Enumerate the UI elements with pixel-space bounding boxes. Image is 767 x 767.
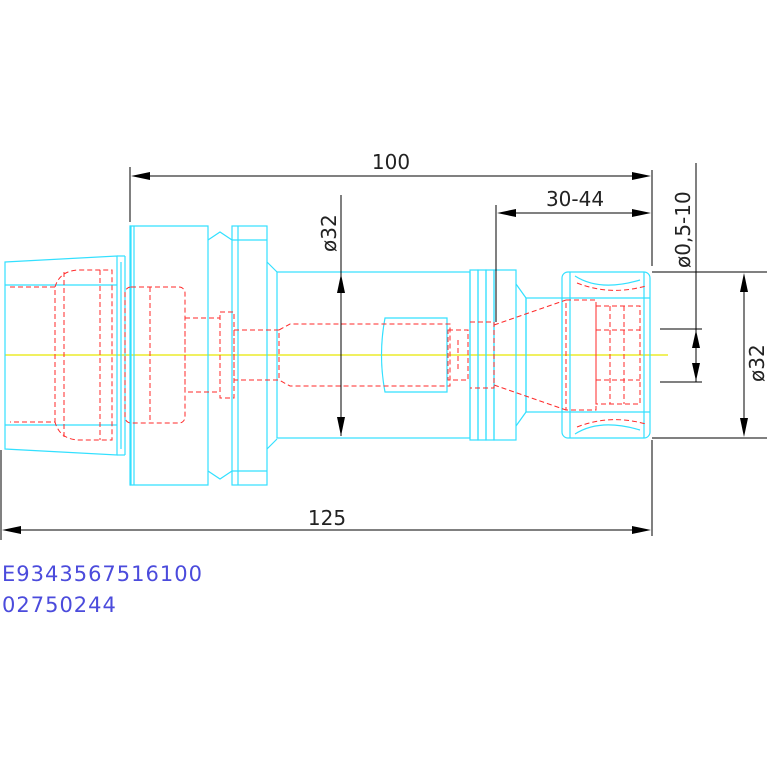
label-nose-diameter: ø32 [745,344,767,382]
label-bore-range: ø0,5-10 [671,191,695,268]
dimension-total-length: 125 [0,440,653,540]
label-30-44: 30-44 [546,187,604,211]
holder-outline [4,225,651,486]
order-number: 02750244 [2,593,117,617]
article-number: E9343567516100 [2,562,203,586]
label-body-diameter: ø32 [317,214,341,252]
dimension-nose-diameter: ø32 [652,271,767,439]
dimension-clamp-range: 30-44 [495,187,651,322]
dimension-overall-length: 100 [129,150,653,266]
label-100: 100 [372,150,410,174]
hidden-lines [10,269,647,441]
dimension-body-diameter: ø32 [317,195,345,436]
label-125: 125 [308,506,346,530]
